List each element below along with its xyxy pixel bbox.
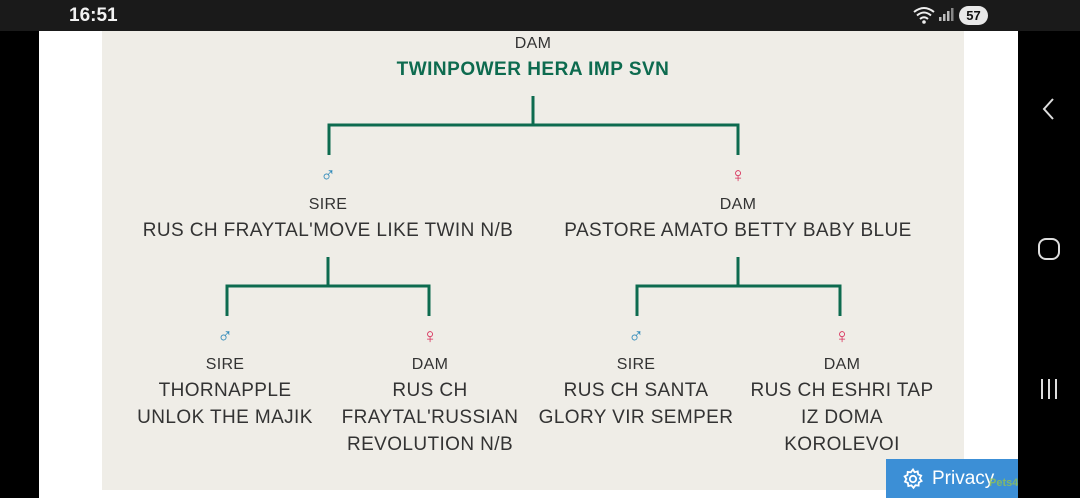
recents-icon[interactable] <box>1018 369 1080 409</box>
dam-dam-role: DAM <box>823 356 861 373</box>
male-icon: ♂ <box>320 164 336 187</box>
home-icon[interactable] <box>1018 229 1080 269</box>
battery-indicator: 57 <box>959 6 988 25</box>
dam-name: PASTORE AMATO BETTY BABY BLUE <box>564 220 912 241</box>
male-icon: ♂ <box>217 325 233 348</box>
dam-sire-name-line1: RUS CH SANTA <box>563 380 709 401</box>
sire-sire-name-line1: THORNAPPLE <box>158 380 292 401</box>
sire-name: RUS CH FRAYTAL'MOVE LIKE TWIN N/B <box>142 220 514 241</box>
dam-dam-name-line2: IZ DOMA <box>801 407 883 428</box>
female-icon: ♀ <box>422 325 438 348</box>
privacy-button[interactable]: Privacy <box>886 459 1018 498</box>
signal-icon <box>938 7 954 27</box>
sire-dam-name-line2: FRAYTAL'RUSSIAN <box>341 407 519 428</box>
sire-sire-role: SIRE <box>205 356 245 373</box>
privacy-label: Privacy <box>932 467 995 489</box>
navigation-bar <box>1018 31 1080 498</box>
web-page: DAM TWINPOWER HERA IMP SVN ♂ SIRE RUS CH… <box>39 31 1018 498</box>
status-bar: 16:51 57 <box>0 0 1080 31</box>
wifi-icon <box>913 6 935 29</box>
sire-dam-role: DAM <box>411 356 449 373</box>
sire-dam-name-line1: RUS CH <box>392 380 468 401</box>
back-icon[interactable] <box>1018 89 1080 129</box>
dam-dam-name-line1: RUS CH ESHRI TAP <box>750 380 934 401</box>
watermark: Pets4Homes <box>989 477 1018 489</box>
gear-icon <box>903 467 923 489</box>
left-edge <box>0 31 39 498</box>
pedigree-tree-lines <box>225 96 842 316</box>
sire-sire-name-line2: UNLOK THE MAJIK <box>137 407 313 428</box>
pedigree-panel: DAM TWINPOWER HERA IMP SVN ♂ SIRE RUS CH… <box>102 31 964 490</box>
sire-dam-name-line3: REVOLUTION N/B <box>346 434 514 455</box>
male-icon: ♂ <box>628 325 644 348</box>
sire-role: SIRE <box>308 196 348 213</box>
dam-sire-role: SIRE <box>616 356 656 373</box>
dam-sire-name-line2: GLORY VIR SEMPER <box>538 407 734 428</box>
female-icon: ♀ <box>730 164 746 187</box>
dam-dam-name-line3: KOROLEVOI <box>784 434 900 455</box>
root-name: TWINPOWER HERA IMP SVN <box>396 59 670 80</box>
dam-role: DAM <box>719 196 757 213</box>
root-role: DAM <box>514 35 552 52</box>
female-icon: ♀ <box>834 325 850 348</box>
status-time: 16:51 <box>69 5 118 26</box>
